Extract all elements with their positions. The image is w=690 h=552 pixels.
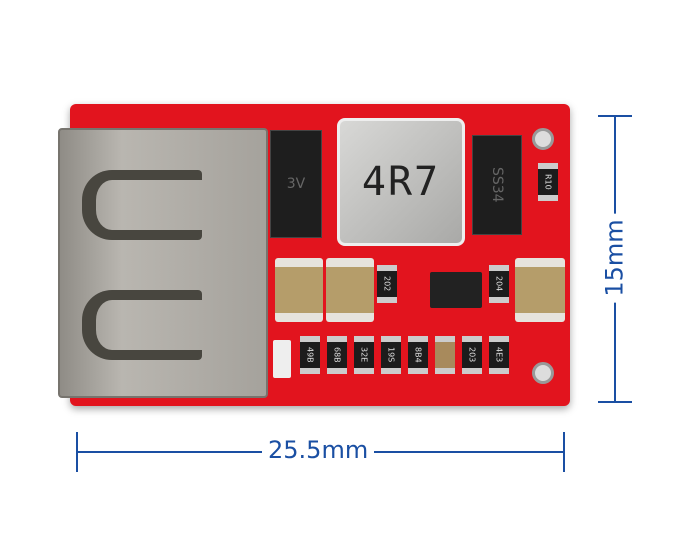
usb-port	[58, 128, 268, 398]
resistor: 204	[489, 265, 509, 303]
pad	[532, 362, 554, 384]
resistor: 49B	[300, 336, 320, 374]
led	[273, 340, 291, 378]
capacitor	[275, 258, 323, 322]
height-label: 15mm	[600, 213, 629, 303]
resistor: R10	[538, 163, 558, 201]
diode-left: 3V	[270, 130, 322, 238]
resistor: 203	[462, 336, 482, 374]
dimension-tick	[76, 432, 78, 472]
resistor: 19S	[381, 336, 401, 374]
resistor: 4E3	[489, 336, 509, 374]
usb-slot	[82, 170, 202, 240]
usb-slot	[82, 290, 202, 360]
resistor: 8B4	[408, 336, 428, 374]
diode-right: SS34	[472, 135, 522, 235]
dimension-tick	[598, 401, 632, 403]
pad	[532, 128, 554, 150]
ic-chip	[430, 272, 482, 308]
resistor: 202	[377, 265, 397, 303]
resistor: 32E	[354, 336, 374, 374]
capacitor-small	[435, 336, 455, 374]
capacitor	[515, 258, 565, 322]
resistor: 68B	[327, 336, 347, 374]
capacitor	[326, 258, 374, 322]
resistor-row: 49B 68B 32E 19S 8B4 203 4E3	[300, 336, 509, 374]
width-label: 25.5mm	[262, 436, 375, 464]
inductor: 4R7	[337, 118, 465, 246]
dimension-tick	[563, 432, 565, 472]
dimension-tick	[598, 115, 632, 117]
